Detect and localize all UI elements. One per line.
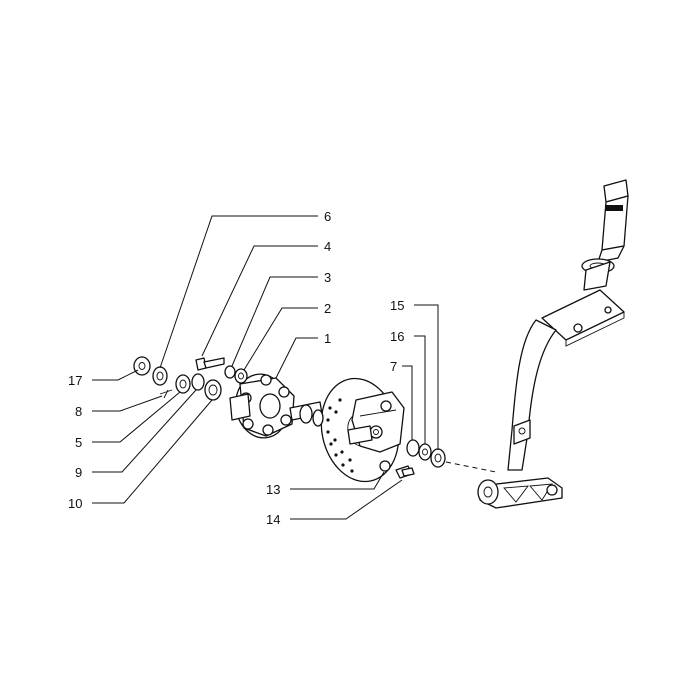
callout-16: 16 [390, 329, 404, 344]
callout-17: 17 [68, 373, 82, 388]
brake-disc-caliper [320, 377, 405, 483]
front-fork-assembly [477, 179, 629, 509]
leader-lines [92, 215, 439, 520]
callout-8: 8 [75, 404, 82, 419]
callout-2: 2 [324, 301, 331, 316]
callout-6: 6 [324, 209, 331, 224]
callout-7: 7 [390, 359, 397, 374]
callout-9: 9 [75, 465, 82, 480]
axle-centerline [445, 461, 497, 473]
callout-13: 13 [266, 482, 280, 497]
disc-vent-holes [326, 398, 354, 473]
callout-14: 14 [266, 512, 280, 527]
callout-5: 5 [75, 435, 82, 450]
wheel-hub [229, 373, 324, 439]
callout-labels: 17 8 5 9 10 6 4 3 2 1 15 16 7 13 14 [68, 209, 404, 527]
callout-15: 15 [390, 298, 404, 313]
small-parts [133, 356, 248, 401]
callout-3: 3 [324, 270, 331, 285]
callout-10: 10 [68, 496, 82, 511]
callout-1: 1 [324, 331, 331, 346]
axle-spacers [379, 439, 446, 479]
callout-4: 4 [324, 239, 331, 254]
